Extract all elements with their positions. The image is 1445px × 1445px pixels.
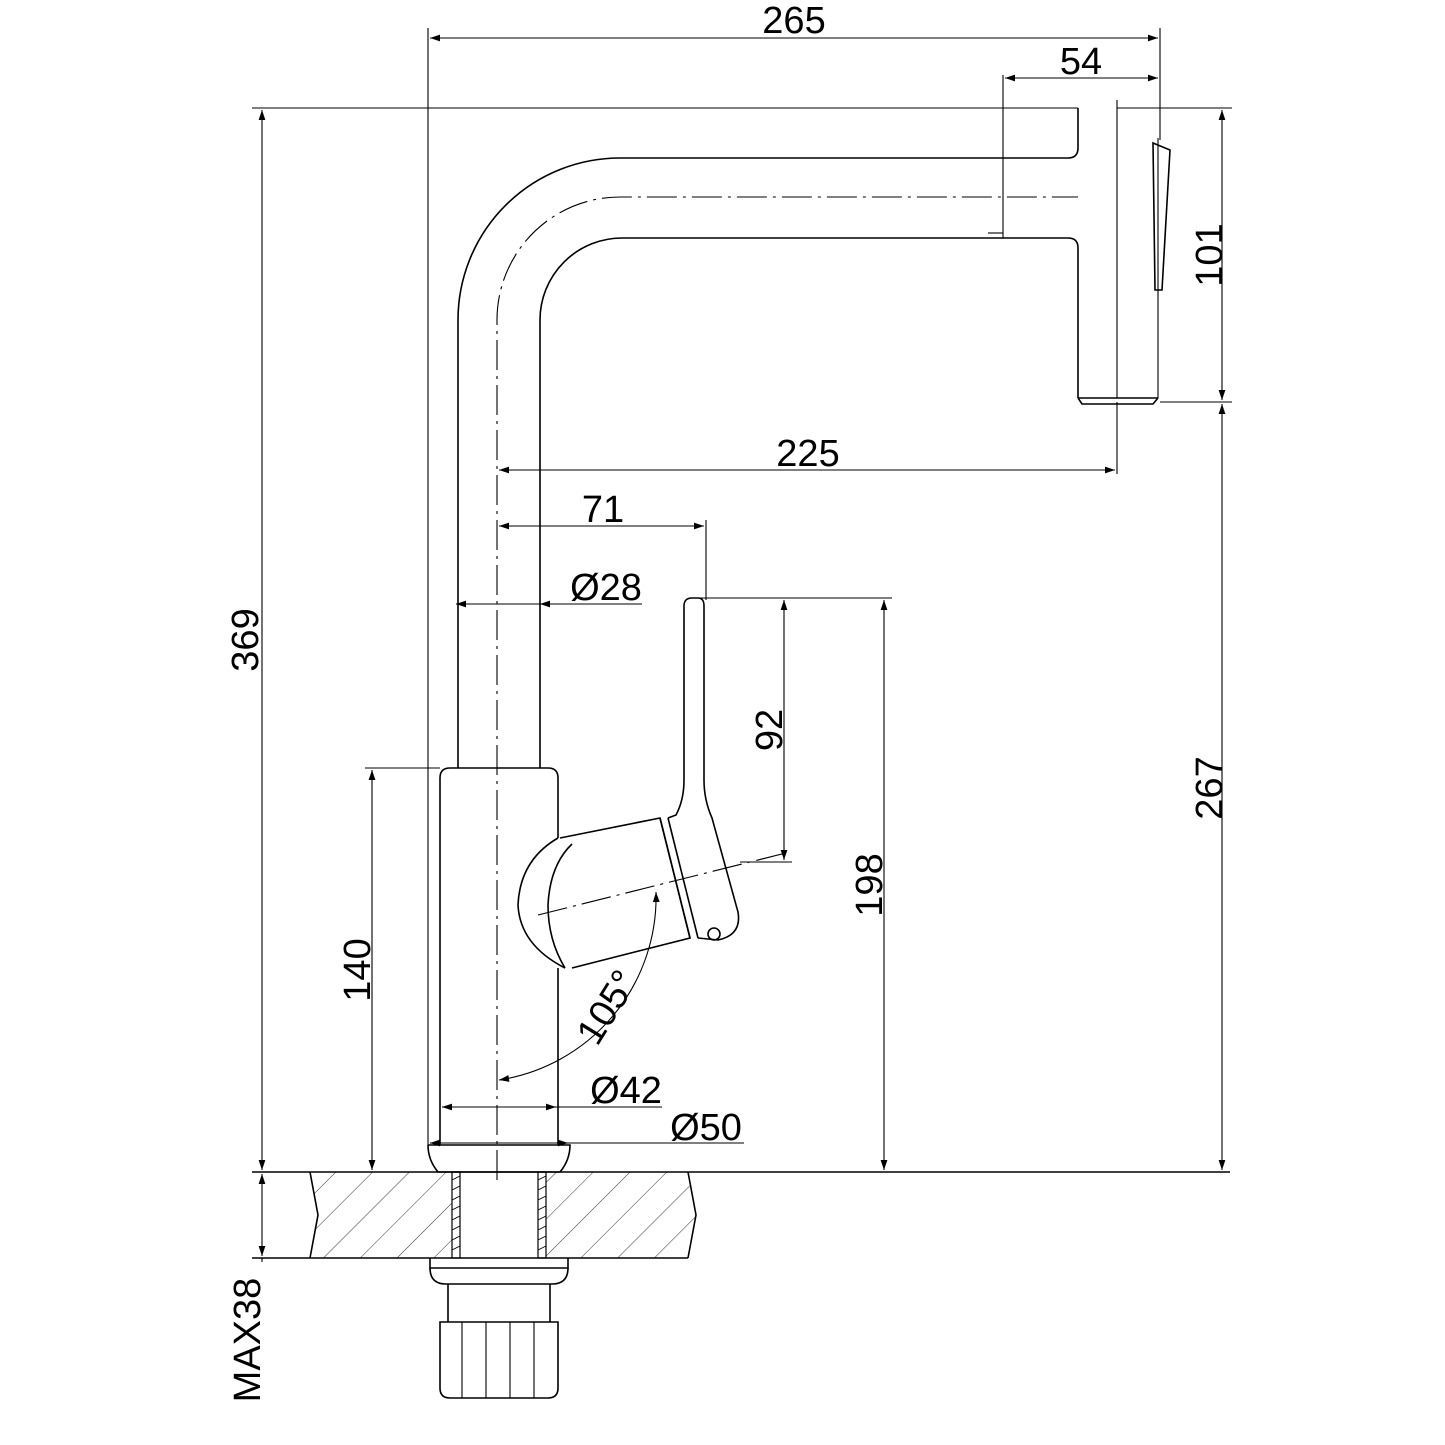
dim-267: 267	[1189, 756, 1231, 819]
faucet-outline	[427, 75, 1171, 1173]
countertop-section	[252, 1171, 1230, 1399]
dim-diameter-28: Ø28	[570, 567, 642, 609]
dimension-lines	[258, 34, 1226, 1262]
dim-265: 265	[762, 0, 825, 42]
extension-lines	[252, 28, 1232, 1145]
dim-140: 140	[337, 938, 379, 1001]
dim-max-38: MAX38	[227, 1278, 269, 1403]
dim-369: 369	[225, 608, 267, 671]
dim-225: 225	[776, 433, 839, 475]
dim-diameter-50: Ø50	[670, 1107, 742, 1149]
dim-101: 101	[1189, 223, 1231, 286]
dim-92: 92	[749, 709, 791, 751]
dim-198: 198	[849, 853, 891, 916]
dim-diameter-42: Ø42	[590, 1070, 662, 1112]
dim-54: 54	[1060, 41, 1102, 83]
dim-angle-105: 105°	[569, 963, 646, 1052]
dim-71: 71	[582, 489, 624, 531]
